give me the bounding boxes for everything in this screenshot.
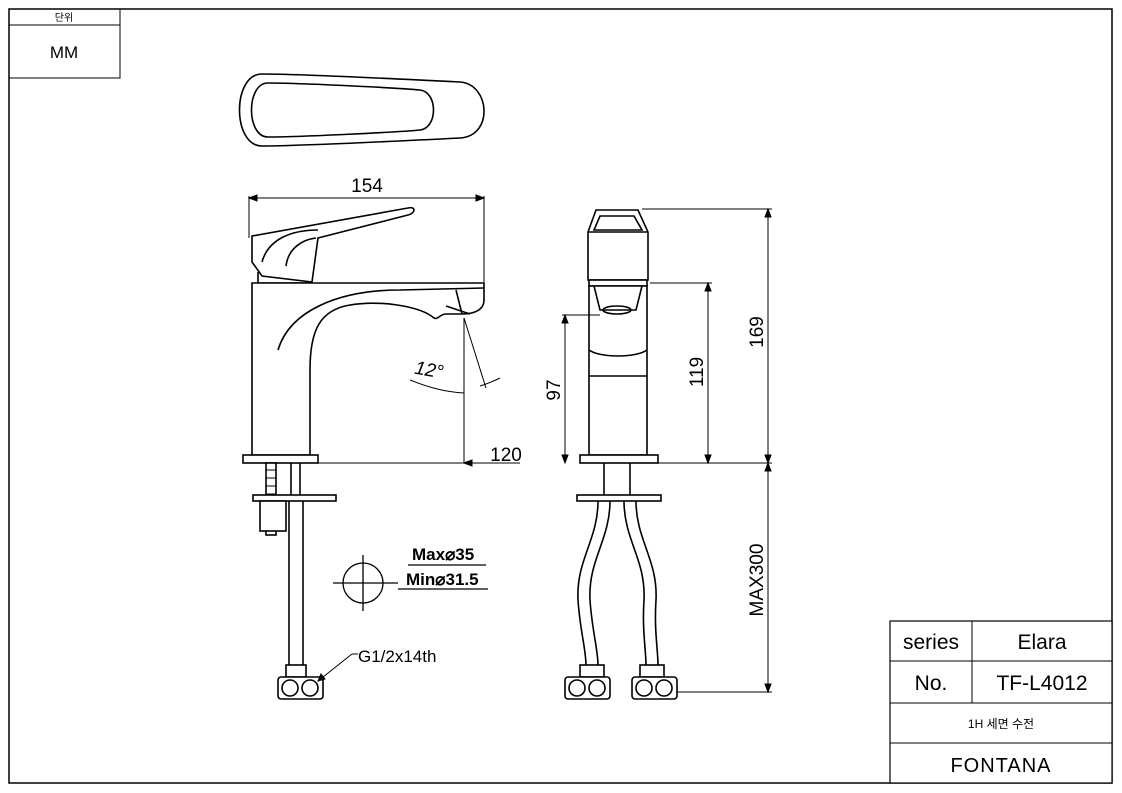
dimension-169: 169 [747, 316, 768, 348]
unit-box-value: MM [50, 43, 78, 62]
side-view [242, 206, 485, 700]
product-description: 1H 세면 수전 [968, 717, 1034, 731]
model-no-label: No. [915, 672, 948, 695]
hole-max-label: Max⌀35 [412, 545, 474, 564]
series-label: series [903, 631, 959, 654]
thread-leader [317, 653, 358, 682]
dimension-max300: MAX300 [747, 544, 768, 617]
series-value: Elara [1017, 631, 1066, 654]
hole-min-label: Min⌀31.5 [406, 570, 479, 589]
dimension-angle: 12° [413, 358, 445, 384]
unit-box-label: 단위 [55, 11, 73, 24]
dimension-119: 119 [687, 357, 708, 387]
brand-name: FONTANA [950, 755, 1051, 777]
top-view [238, 73, 485, 147]
dimension-97: 97 [544, 379, 565, 400]
title-block: series Elara No. TF-L4012 1H 세면 수전 FONTA… [889, 620, 1113, 784]
front-view [564, 209, 678, 700]
hole-symbol [333, 555, 488, 611]
front-view-dimensions [561, 207, 772, 694]
thread-spec-label: G1/2x14th [358, 647, 436, 666]
drawing-border [8, 8, 1113, 784]
side-view-dimensions [247, 194, 520, 467]
model-no-value: TF-L4012 [996, 672, 1087, 695]
dimension-120: 120 [490, 445, 522, 466]
unit-box: 단위 MM [8, 8, 121, 79]
dimension-154: 154 [351, 176, 383, 197]
